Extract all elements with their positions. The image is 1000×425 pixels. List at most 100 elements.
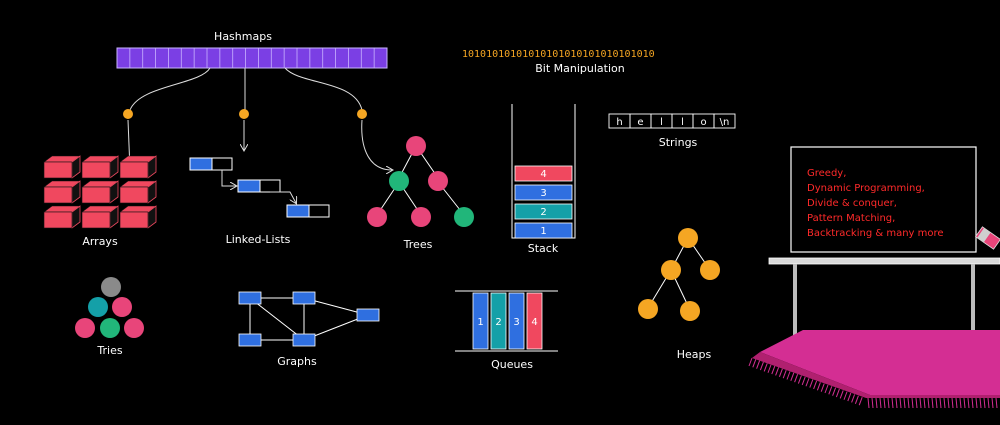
heap-node	[638, 299, 658, 319]
rug-fringe-strand	[923, 397, 926, 409]
rug-fringe-strand	[759, 361, 764, 371]
rug-fringe-strand	[778, 368, 783, 377]
rug-fringe-strand	[794, 374, 799, 383]
trie-node	[112, 297, 132, 317]
rug-fringe-strand	[786, 371, 791, 380]
hash-bucket-dot	[239, 109, 249, 119]
graph-vertex	[292, 333, 316, 347]
rug-fringe-strand	[832, 387, 837, 396]
array-block	[43, 205, 81, 229]
heap-node	[678, 228, 698, 248]
linked-lists-label: Linked-Lists	[226, 233, 291, 246]
rug-fringe-strand	[835, 388, 840, 398]
stack-item	[514, 165, 573, 182]
list-node	[286, 204, 310, 218]
array-block	[81, 155, 119, 179]
algorithm-item: Backtracking & many more	[807, 228, 944, 239]
rug-fringe-strand	[927, 397, 930, 409]
tree-node	[411, 207, 431, 227]
bit-manipulation-label: Bit Manipulation	[535, 62, 625, 75]
hashmap-pointers	[128, 67, 392, 170]
board-surface	[790, 146, 977, 253]
string-char: o	[700, 117, 706, 128]
board-eraser	[974, 226, 1000, 250]
trie	[75, 277, 144, 338]
list-node	[189, 157, 213, 171]
queue-item	[472, 292, 489, 350]
rug-fringe-strand	[963, 397, 966, 409]
rug-fringe-strand	[813, 380, 818, 390]
hashmap-array	[116, 47, 388, 69]
rug-fringe-strand	[771, 365, 776, 375]
rug-fringe-strand	[899, 397, 902, 409]
array-block	[81, 180, 119, 204]
rug-fringe-strand	[782, 369, 787, 379]
heap-node	[700, 260, 720, 280]
graphs-label: Graphs	[277, 355, 317, 368]
rug-fringe-strand	[871, 397, 874, 409]
rug-fringe-strand	[919, 397, 922, 409]
heap-node	[661, 260, 681, 280]
trees-label: Trees	[403, 238, 433, 251]
rug-fringe-strand	[975, 397, 978, 409]
array-block	[43, 180, 81, 204]
rug-fringe-strand	[843, 391, 848, 400]
stack-item-label: 1	[540, 226, 546, 237]
rug-fringe-strand	[967, 397, 970, 409]
strings-label: Strings	[659, 136, 698, 149]
rug-fringe-strand	[935, 397, 938, 409]
algorithm-item: Dynamic Programming,	[807, 183, 925, 194]
algorithm-item: Greedy,	[807, 168, 846, 179]
tree-node	[389, 171, 409, 191]
table-leg	[793, 264, 797, 354]
stack-item-label: 2	[540, 207, 546, 218]
graph	[238, 291, 380, 347]
rug-fringe-strand	[947, 397, 950, 409]
rug-fringe-strand	[801, 376, 806, 386]
list-node-pointer	[259, 179, 281, 193]
graph-vertex	[238, 333, 262, 347]
tree-node	[406, 136, 426, 156]
heap-node	[680, 301, 700, 321]
table-top	[768, 257, 1000, 265]
string-char: \n	[720, 117, 730, 128]
rug-fringe-strand	[820, 383, 825, 392]
table-leg	[971, 264, 975, 354]
array-block	[119, 205, 157, 229]
rug-fringe-strand	[824, 384, 829, 394]
string-cell	[713, 113, 736, 129]
stack-item	[514, 222, 573, 239]
rug-fringe-strand	[931, 397, 934, 409]
rug-fringe-strand	[995, 397, 998, 409]
tree	[367, 136, 474, 227]
queue-item-label: 3	[513, 317, 519, 328]
trie-node	[100, 318, 120, 338]
rug-fringe-strand	[891, 397, 894, 409]
queue-item-label: 2	[495, 317, 501, 328]
stack-item	[514, 203, 573, 220]
array-block	[43, 155, 81, 179]
stack-item-label: 4	[540, 169, 546, 180]
rug-fringe-strand	[903, 397, 906, 409]
hash-bucket-dot	[357, 109, 367, 119]
heap	[638, 228, 720, 321]
rug-fringe-strand	[767, 364, 772, 373]
tree-node	[454, 207, 474, 227]
bits-string: 10101010101010101010101010101010	[462, 49, 655, 60]
rug-fringe-strand	[879, 397, 882, 409]
rug-fringe-strand	[797, 375, 802, 384]
graph-vertex	[356, 308, 380, 322]
rug-fringe-strand	[979, 397, 982, 409]
rug-fringe-strand	[959, 397, 962, 409]
array-block	[119, 180, 157, 204]
list-node	[237, 179, 261, 193]
string-char: l	[681, 117, 684, 128]
rug-fringe-strand	[752, 359, 757, 368]
tree-node	[367, 207, 387, 227]
rug-fringe-strand	[867, 397, 870, 409]
rug-fringe-strand	[911, 397, 914, 409]
